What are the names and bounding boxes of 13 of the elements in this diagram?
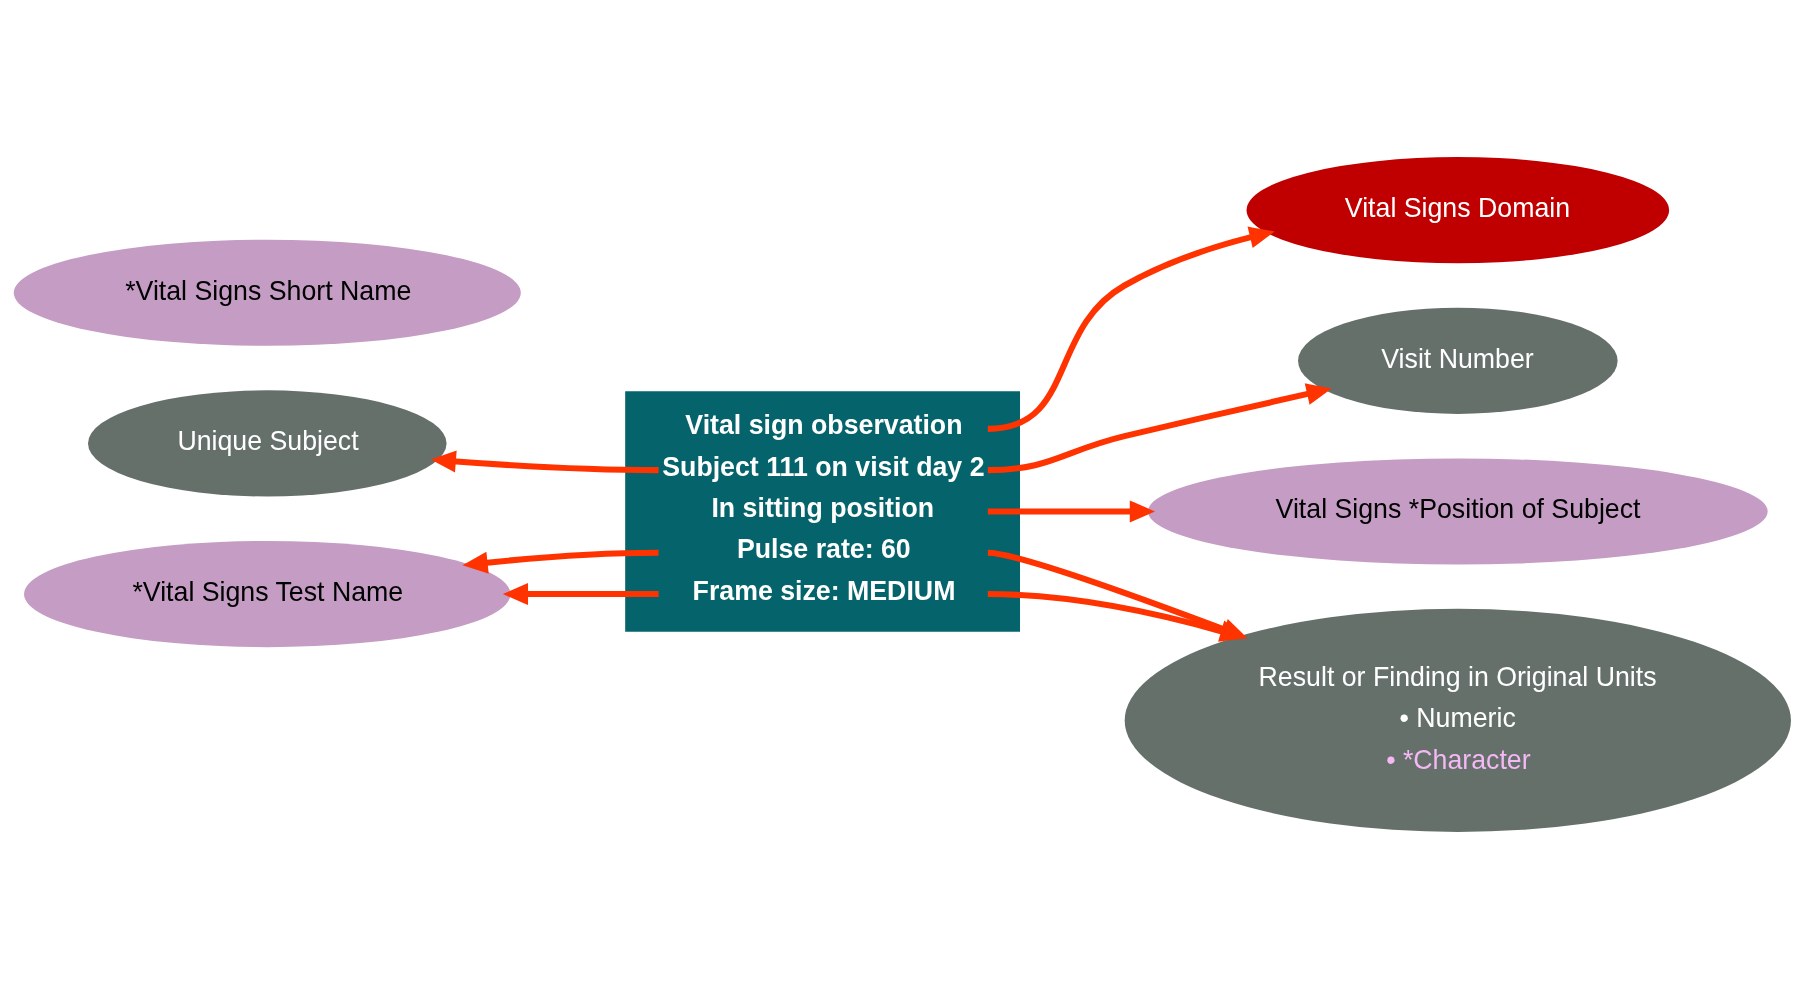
node-ellipse: *Vital Signs Short Name [13, 239, 521, 346]
arrow [502, 583, 659, 606]
node-ellipse: Vital Signs *Position of Subject [1147, 458, 1768, 565]
node-ellipse: Visit Number [1297, 307, 1618, 414]
node-box: Vital sign observation Subject 111 on visit day 2 In sitting position Pulse rate: 60 Frame size: MEDIUM [624, 391, 1020, 632]
node-ellipse: *Vital Signs Test Name [23, 541, 511, 648]
node-ellipse: Result or Finding in Original Units • Numeric • *Character [1124, 608, 1791, 832]
arrow [987, 383, 1332, 474]
arrow [987, 226, 1275, 432]
arrow [462, 549, 659, 574]
arrow [430, 450, 659, 474]
node-ellipse: Unique Subject [87, 390, 447, 497]
arrow [987, 500, 1155, 523]
